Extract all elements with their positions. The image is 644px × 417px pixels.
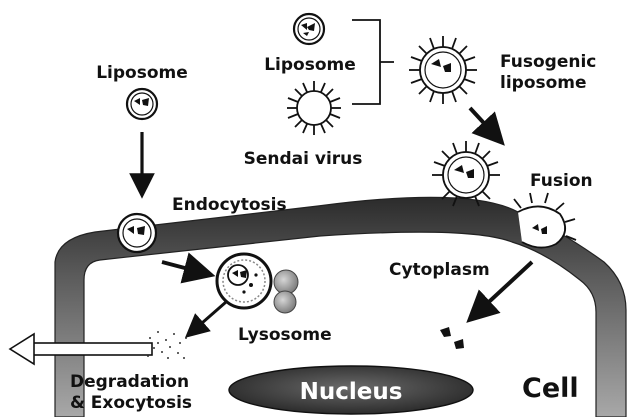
lysosome	[217, 254, 298, 313]
fusogenic-label-1: Fusogenic	[500, 52, 596, 72]
degradation-label-1: Degradation	[70, 372, 189, 392]
sendai-virus-label: Sendai virus	[244, 149, 363, 169]
cell-label: Cell	[522, 373, 579, 404]
liposome-left-label: Liposome	[96, 63, 188, 83]
fusogenic-liposome	[409, 36, 477, 104]
fusogenic-label-2: liposome	[500, 73, 587, 93]
combine-bracket	[352, 20, 394, 104]
degradation-dots	[147, 331, 187, 359]
cytoplasm-label: Cytoplasm	[389, 260, 490, 280]
fusing-liposome	[432, 141, 500, 206]
sendai-virus	[287, 81, 341, 135]
degradation-label-2: & Exocytosis	[70, 393, 192, 413]
released-contents	[440, 327, 464, 349]
arrow-to-fusion	[470, 108, 494, 134]
fusion-label: Fusion	[530, 171, 593, 191]
liposome-top-label: Liposome	[264, 55, 356, 75]
arrow-to-lysosome	[162, 262, 200, 272]
endocytosis-label: Endocytosis	[172, 195, 287, 215]
nucleus-label: Nucleus	[300, 379, 403, 405]
arrow-to-degradation	[194, 302, 226, 330]
lysosome-label: Lysosome	[238, 325, 332, 345]
endocytosed-liposome	[118, 214, 156, 252]
liposome-top	[294, 14, 324, 44]
liposome-left	[127, 89, 157, 119]
